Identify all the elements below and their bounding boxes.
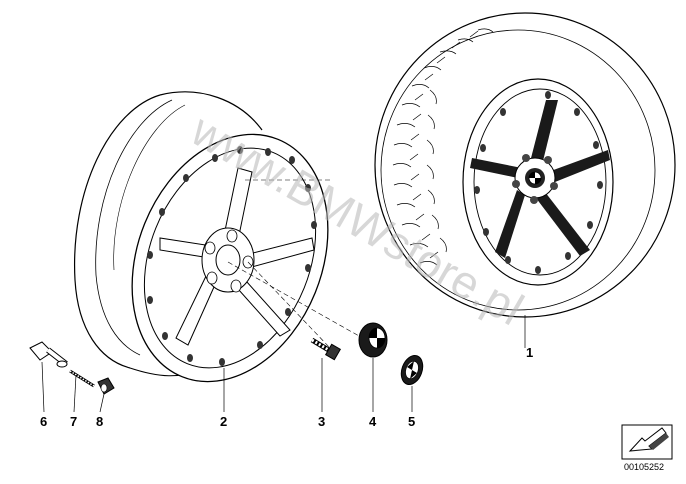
- tire-valve[interactable]: [29, 341, 68, 368]
- complete-wheel[interactable]: [374, 12, 676, 318]
- callout-8: 8: [96, 414, 103, 429]
- callout-4: 4: [369, 414, 377, 429]
- valve-cap[interactable]: [97, 377, 115, 395]
- callout-3: 3: [318, 414, 325, 429]
- callout-7: 7: [70, 414, 77, 429]
- valve-core[interactable]: [69, 369, 95, 388]
- light-alloy-rim[interactable]: [73, 91, 364, 411]
- reference-number: 00105252: [624, 462, 664, 472]
- callout-1: 1: [526, 345, 533, 360]
- wheel-bolt[interactable]: [310, 337, 342, 361]
- reference-box: [621, 424, 673, 460]
- callout-6: 6: [40, 414, 47, 429]
- assembly-axis: [227, 179, 376, 349]
- hub-cap[interactable]: [358, 322, 388, 358]
- arrow-icon: [628, 427, 669, 452]
- emblem[interactable]: [397, 352, 426, 387]
- leader-lines: [41, 315, 526, 413]
- callout-2: 2: [220, 414, 227, 429]
- callout-5: 5: [408, 414, 415, 429]
